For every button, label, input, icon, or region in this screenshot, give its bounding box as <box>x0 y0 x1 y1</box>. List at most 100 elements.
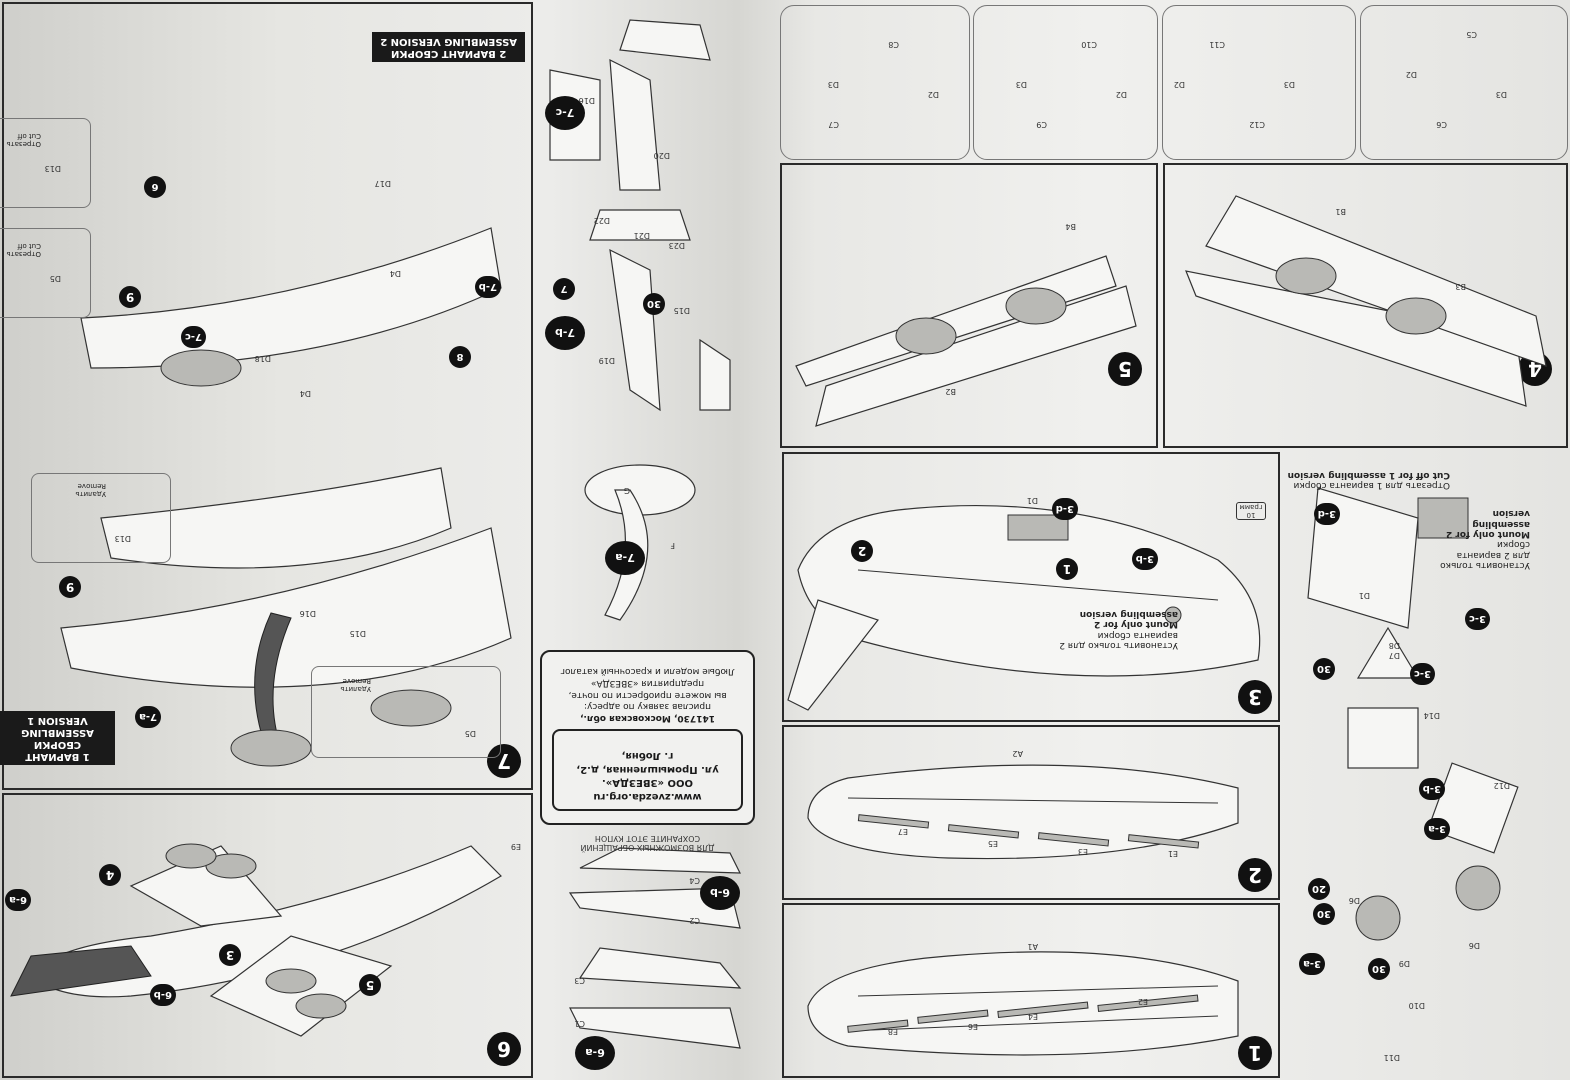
part-label-d9: D9 <box>1398 959 1410 968</box>
part-label-c8: C8 <box>888 40 899 49</box>
substep-callout-3a: 3-a <box>1299 953 1325 975</box>
part-label-d3-2: D3 <box>1283 80 1295 89</box>
engine-subpanel-1: C5 C6 D3 D2 <box>1360 5 1568 160</box>
coupon-addr2: г. Лобня, <box>621 750 674 762</box>
engine-subpanel-4: C8 C7 D2 D3 <box>780 5 970 160</box>
ref-callout-30-c: 30 <box>1368 958 1390 980</box>
part-label-c10: C10 <box>1081 40 1097 49</box>
coupon-line4: прислав заявку по адресу: <box>584 701 712 712</box>
substep-badge-7a: 7-a <box>605 541 645 575</box>
part-label-c4: C4 <box>689 876 700 885</box>
ref-badge-9b: 9 <box>119 286 141 308</box>
substep-callout-7c: 7-c <box>180 326 206 348</box>
part-label-d11: D11 <box>1383 1053 1400 1062</box>
part-label-d2-1: D2 <box>1405 70 1417 79</box>
substep-callout-3a-upper: 3-a <box>1424 818 1450 840</box>
fuselage-half-a2-drawing <box>807 764 1239 860</box>
coupon-addr4: ООО «ЗВЕЗДА». <box>602 777 694 789</box>
part-label-d3-1: D3 <box>1495 90 1507 99</box>
part-label-d17: D17 <box>374 179 391 188</box>
part-label-d8: D8 <box>1388 641 1400 650</box>
part-label-d2-2: D2 <box>1173 80 1185 89</box>
part-label-a1: A1 <box>1027 942 1038 951</box>
step-1-panel: 1 A1 E2 E4 E6 E8 <box>782 903 1280 1078</box>
part-label-d5-a: D5 <box>464 729 476 738</box>
right-wing-drawing <box>795 255 1137 427</box>
step-4-panel: 4 B1 B3 <box>1163 163 1568 448</box>
ref-callout-7: 7 <box>553 278 575 300</box>
assembling-version-1-band: 1 ВАРИАНТ СБОРКИ ASSEMBLING VERSION 1 <box>0 711 115 765</box>
part-label-d20: D20 <box>653 151 670 160</box>
fuselage-half-a1-drawing <box>807 951 1239 1056</box>
coupon-url: www.zvezda.org.ru <box>593 791 702 802</box>
ref-callout-30-b: 30 <box>1313 658 1335 680</box>
substep-callout-6b: 6-b <box>149 984 176 1006</box>
part-label-e3: E3 <box>1077 847 1088 856</box>
part-label-d14: D14 <box>1423 711 1440 720</box>
substep-badge-7b: 7-b <box>545 316 585 350</box>
ref-badge-4: 4 <box>99 864 121 886</box>
coupon-footer: ДЛЯ ВОЗМОЖНЫХ ОБРАЩЕНИЙ СОХРАНИТЕ ЭТОТ К… <box>580 833 715 852</box>
stabilizer-parts-drawing <box>568 847 742 1049</box>
engine-subpanel-2: C11 C12 D2 D3 <box>1162 5 1356 160</box>
part-label-e1: E1 <box>1167 849 1178 858</box>
ref-badge-3: 3 <box>219 944 241 966</box>
coupon-addr1: 141730, Московская обл., <box>580 713 715 723</box>
part-label-d3-3: D3 <box>1015 80 1027 89</box>
fuselage-assembly-drawing <box>787 504 1261 711</box>
step-3-panel: 3 D1 1 2 3-b 3-d Установить только для 2… <box>782 452 1280 722</box>
coupon-text: 141730, Московская обл., прислав заявку … <box>552 665 743 723</box>
part-label-d12: D12 <box>1493 781 1510 790</box>
part-label-d7: D7 <box>1388 651 1400 660</box>
part-label-d13-a: D13 <box>114 534 131 543</box>
part-label-e2: E2 <box>1137 997 1148 1006</box>
part-label-d19: D19 <box>598 356 615 365</box>
ref-badge-5: 5 <box>359 974 381 996</box>
step-2-panel: 2 A2 E1 E3 E5 E7 <box>782 725 1280 900</box>
part-label-d4-b: D4 <box>389 269 401 278</box>
part-label-d13-b: D13 <box>44 164 61 173</box>
ref-callout-30-a: 30 <box>1313 903 1335 925</box>
part-label-e9: E9 <box>510 842 521 851</box>
part-label-g: G <box>623 486 630 495</box>
cutoff-note-a: Отрезать Cut off <box>6 241 41 258</box>
coupon-address-box: www.zvezda.org.ru ООО «ЗВЕЗДА». ул. Пром… <box>552 729 743 811</box>
ref-callout-20: 20 <box>1308 878 1330 900</box>
landing-gear-column-drawing <box>1307 487 1519 941</box>
part-label-e6: E6 <box>967 1022 978 1031</box>
ref-callout-8: 8 <box>449 346 471 368</box>
cut-off-note: Отрезать для 1 варианта сборки Cut off f… <box>1287 469 1450 490</box>
part-label-d2-3: D2 <box>1115 90 1127 99</box>
left-wing-drawing <box>1185 195 1547 407</box>
stand-mount-drawing <box>60 227 512 767</box>
part-label-d6b: D6 <box>1348 896 1360 905</box>
part-label-d5-b: D5 <box>49 274 61 283</box>
part-label-b1: B1 <box>1335 207 1346 216</box>
substep-badge-6b: 6-b <box>700 876 740 910</box>
part-label-b3: B3 <box>1455 282 1466 291</box>
coupon-line3: вы можете приобрести по почте, <box>568 689 727 700</box>
part-label-b4: B4 <box>1065 222 1076 231</box>
part-label-c3: C3 <box>574 976 585 985</box>
substep-callout-3b-left: 3-b <box>1418 778 1445 800</box>
part-label-f: F <box>670 541 675 550</box>
substep-callout-7b: 7-b <box>474 276 501 298</box>
engine-subpanel-3: C10 C9 D2 D3 <box>973 5 1158 160</box>
part-label-c7: C7 <box>828 120 839 129</box>
part-label-d21: D21 <box>633 231 650 240</box>
cutoff-note-b: Отрезать Cut off <box>6 131 41 148</box>
step-7-panel: 7 Удалить Remove Удалить Remove Отрезать… <box>0 2 533 790</box>
part-label-d1-s3: D1 <box>1026 496 1038 505</box>
part-label-d2-4: D2 <box>927 90 939 99</box>
ref-callout-30-d: 30 <box>643 293 665 315</box>
substep-callout-3b: 3-b <box>1131 548 1158 570</box>
weight-note: 10 грамм <box>1236 501 1266 520</box>
substep-badge-7c: 7-c <box>545 96 585 130</box>
part-label-d15: D15 <box>673 306 690 315</box>
remove-note-b: Удалить Remove <box>75 481 106 498</box>
display-stand-drawing <box>584 464 696 621</box>
ref-badge-2: 2 <box>851 540 873 562</box>
substep-callout-3c-b: 3-c <box>1464 608 1490 630</box>
